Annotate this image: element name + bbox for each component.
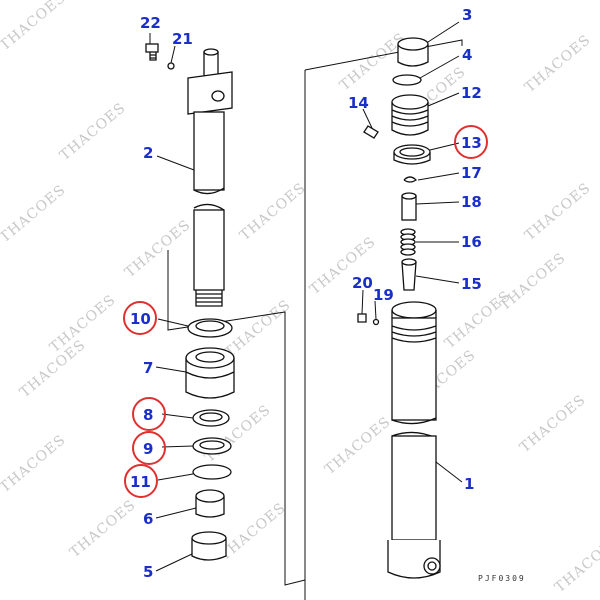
label-5: 5	[143, 563, 153, 581]
watermark-text: THACOES	[552, 532, 600, 596]
part-17-snap-ring	[403, 176, 418, 183]
label-18: 18	[461, 193, 482, 211]
label-22: 22	[140, 14, 161, 32]
section-boundary	[167, 39, 463, 600]
watermark-text: THACOES	[522, 32, 594, 96]
label-9: 9	[143, 440, 153, 458]
part-6-bushing	[195, 489, 225, 518]
highlight-circle-9	[132, 431, 166, 465]
watermark-text: THACOES	[122, 217, 194, 281]
highlight-circle-11	[124, 464, 158, 498]
part-5-bushing	[191, 531, 227, 561]
label-16: 16	[461, 233, 482, 251]
part-18-plunger	[401, 192, 417, 221]
label-21: 21	[172, 30, 193, 48]
watermark-text: THACOES	[442, 288, 514, 352]
part-21-ball	[167, 62, 175, 70]
watermark-text: THACOES	[522, 180, 594, 244]
leader-lines	[149, 21, 463, 572]
part-4-o-ring	[392, 74, 422, 86]
part-14-screw	[363, 125, 379, 139]
part-19-ball	[372, 318, 380, 326]
label-8: 8	[143, 406, 153, 424]
part-7-gland	[185, 347, 235, 399]
highlight-circle-8	[132, 397, 166, 431]
label-10: 10	[130, 310, 151, 328]
highlight-circle-10	[123, 301, 157, 335]
part-3-collar	[397, 37, 429, 67]
part-12-nut	[391, 94, 429, 136]
label-3: 3	[462, 6, 472, 24]
drawing-code: PJF0309	[478, 574, 526, 583]
label-1: 1	[464, 475, 474, 493]
part-20-plug	[357, 313, 367, 323]
part-2-piston-rod	[187, 48, 233, 307]
watermark-text: THACOES	[322, 414, 394, 478]
label-4: 4	[462, 46, 472, 64]
part-22-bolt	[145, 43, 159, 61]
part-labels: 22 21 2 10 7 8 9 11 6 5 3 4 12 14 13 17 …	[130, 6, 482, 581]
highlight-circles	[123, 125, 488, 498]
part-10-ring	[187, 318, 233, 338]
label-12: 12	[461, 84, 482, 102]
label-15: 15	[461, 275, 482, 293]
watermark-text: THACOES	[517, 392, 589, 456]
label-20: 20	[352, 274, 373, 292]
highlight-circle-13	[454, 125, 488, 159]
watermark-text: THACOES	[0, 182, 69, 246]
part-8-ring	[192, 409, 230, 427]
part-13-ring	[393, 144, 431, 165]
label-13: 13	[461, 134, 482, 152]
label-17: 17	[461, 164, 482, 182]
watermark-text: THACOES	[0, 432, 69, 496]
watermark-text: THACOES	[0, 0, 69, 54]
part-15-sleeve	[401, 258, 417, 291]
part-1-cylinder-tube	[387, 301, 441, 579]
watermark-text: THACOES	[67, 497, 139, 561]
watermark-text: THACOES	[237, 180, 309, 244]
label-14: 14	[348, 94, 369, 112]
part-9-ring	[192, 437, 232, 455]
watermark-text: THACOES	[217, 500, 289, 564]
part-16-spring	[400, 228, 416, 256]
label-2: 2	[143, 144, 153, 162]
label-6: 6	[143, 510, 153, 528]
label-11: 11	[130, 473, 151, 491]
label-19: 19	[373, 286, 394, 304]
watermark-text: THACOES	[222, 297, 294, 361]
part-11-o-ring	[192, 464, 232, 480]
watermark-text: THACOES	[57, 100, 129, 164]
label-7: 7	[143, 359, 153, 377]
